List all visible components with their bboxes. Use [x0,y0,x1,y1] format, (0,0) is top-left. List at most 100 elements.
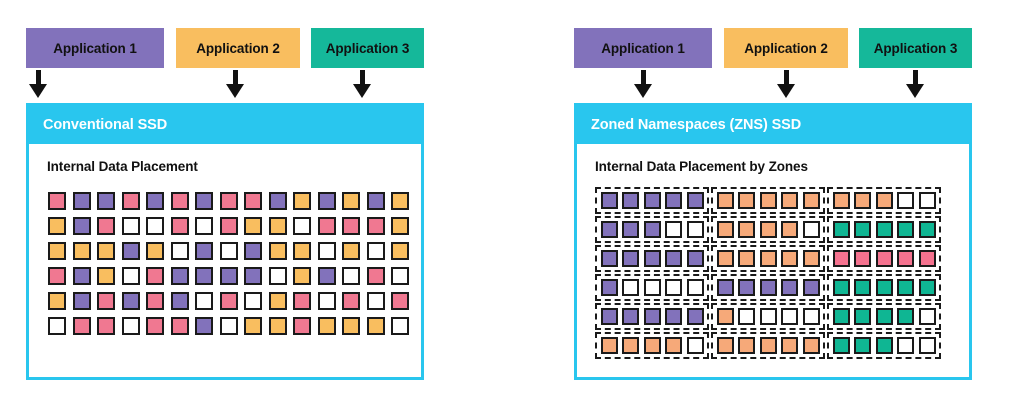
zone-block [595,216,709,243]
application-label: Application 3 [325,40,410,56]
data-block-zns_orange [781,221,798,238]
data-block-white [665,221,682,238]
data-block-orange [146,242,164,260]
data-block-pink [366,267,385,285]
application-label: Application 3 [873,40,958,56]
data-block-pink [342,217,360,235]
grid-row [48,192,409,210]
data-block-zns_teal [875,308,893,325]
application-box-2[interactable]: Application 2 [724,28,848,68]
application-box-3[interactable]: Application 3 [859,28,972,68]
data-block-zns_teal [918,221,936,238]
data-block-white [268,267,287,285]
application-box-3[interactable]: Application 3 [311,28,424,68]
data-block-zns_orange [802,250,820,267]
data-block-zns_purple [643,308,661,325]
data-block-purple [195,267,213,285]
data-block-white [366,242,385,260]
data-block-pink [293,292,311,310]
application-row: Application 1 Application 2 Application 3 [26,28,424,68]
data-block-purple [97,192,115,210]
application-label: Application 2 [196,40,280,56]
data-block-white [622,279,639,296]
data-block-white [759,308,777,325]
data-block-zns_orange [716,221,734,238]
data-block-white [802,221,820,238]
arrow-stem [640,70,646,86]
zone-block [595,332,709,359]
grid-row [48,317,409,335]
data-block-zns_orange [854,192,871,209]
zone-row [595,303,941,330]
data-block-white [170,242,189,260]
data-block-orange [268,292,287,310]
application-box-1[interactable]: Application 1 [26,28,164,68]
data-block-zns_purple [686,308,704,325]
data-block-zns_orange [716,192,734,209]
data-block-orange [391,192,409,210]
zone-block [595,187,709,214]
data-block-white [918,337,936,354]
data-block-purple [121,242,140,260]
grid-row [48,267,409,285]
placement-title: Internal Data Placement [47,159,198,174]
data-block-pink [219,292,238,310]
data-block-zns_purple [622,192,639,209]
data-block-zns_pink [875,250,893,267]
data-block-white [366,292,385,310]
ssd-title: Zoned Namespaces (ZNS) SSD [591,117,802,133]
data-block-zns_purple [622,250,639,267]
data-block-white [195,217,213,235]
data-block-zns_purple [600,250,618,267]
data-block-purple [72,217,91,235]
data-block-pink [146,267,164,285]
data-block-orange [342,242,360,260]
data-block-pink [317,217,336,235]
data-block-white [918,308,936,325]
data-block-zns_orange [832,192,850,209]
data-block-zns_teal [875,221,893,238]
data-block-zns_teal [832,337,850,354]
data-block-purple [170,292,189,310]
data-block-pink [48,192,66,210]
data-block-zns_purple [665,192,682,209]
data-block-zns_orange [781,192,798,209]
data-block-orange [391,217,409,235]
panel-zns: Application 1 Application 2 Application 3 Z… [548,0,988,416]
data-block-pink [293,317,311,335]
data-block-orange [317,317,336,335]
zone-block [711,245,825,272]
data-block-zns_teal [875,337,893,354]
data-block-zns_purple [622,221,639,238]
ssd-body: Internal Data Placement [29,144,421,377]
zone-block [827,216,941,243]
data-block-purple [244,242,262,260]
zone-row [595,332,941,359]
zone-block [827,332,941,359]
data-block-white [897,192,914,209]
data-block-zns_teal [897,279,914,296]
data-block-zns_orange [875,192,893,209]
data-block-purple [244,267,262,285]
data-block-zns_pink [897,250,914,267]
zone-block [711,187,825,214]
data-block-orange [342,192,360,210]
data-block-zns_orange [643,337,661,354]
data-block-purple [195,242,213,260]
data-block-zns_purple [802,279,820,296]
data-block-purple [72,267,91,285]
arrow-stem [35,70,41,86]
data-block-white [686,221,704,238]
data-block-white [686,337,704,354]
zone-block [595,274,709,301]
application-box-2[interactable]: Application 2 [176,28,300,68]
application-box-1[interactable]: Application 1 [574,28,712,68]
arrow-stem [359,70,365,86]
zone-row [595,245,941,272]
data-block-white [121,317,140,335]
data-block-zns_teal [897,308,914,325]
data-block-zns_teal [875,279,893,296]
data-block-zns_purple [600,308,618,325]
data-block-zns_purple [738,279,755,296]
